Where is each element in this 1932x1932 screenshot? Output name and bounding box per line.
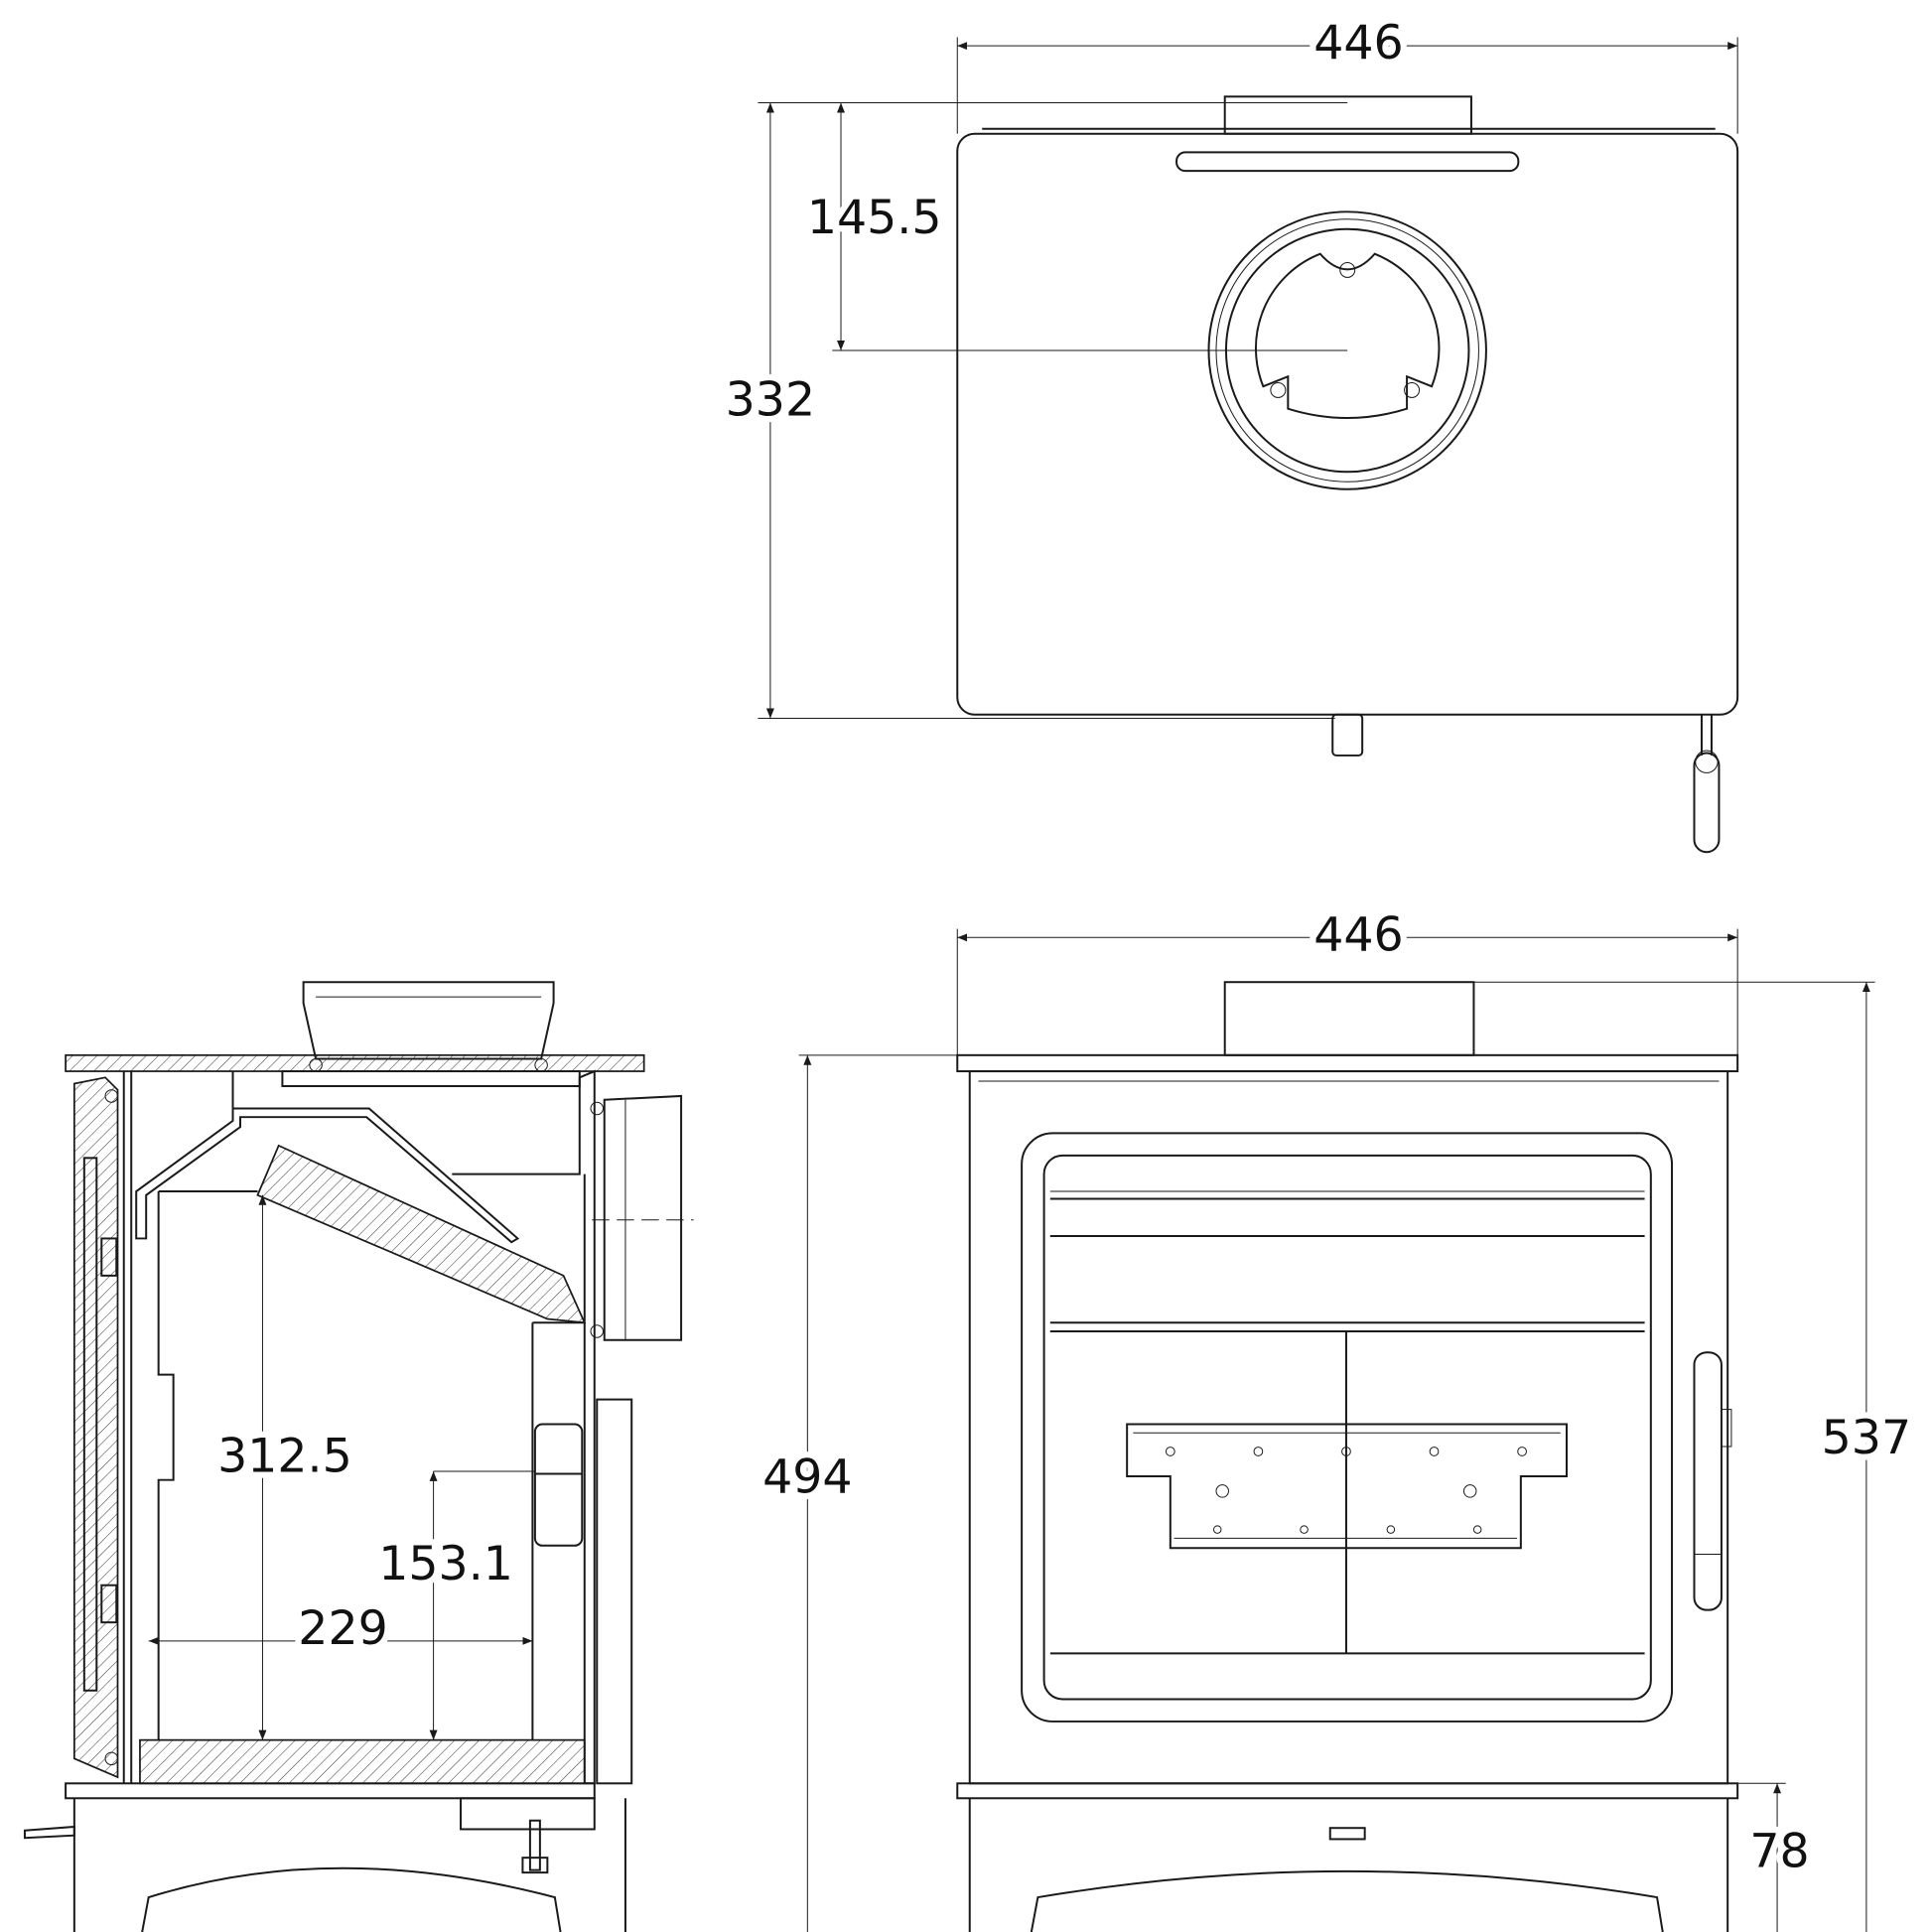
dimension-label: 312.5: [217, 1429, 352, 1483]
door-handle-plan: [1693, 714, 1721, 854]
rear-heat-shield: [596, 1398, 633, 1785]
dimension-width-front: 446: [956, 901, 1738, 1055]
door-glass: [1042, 1154, 1652, 1701]
flue-collar-section: [302, 981, 555, 1060]
flue-collar: [1223, 981, 1475, 1056]
baffle-plate: [256, 1144, 587, 1324]
door-frame: [1021, 1132, 1674, 1723]
dimension-label: 537: [1822, 1411, 1911, 1465]
top-slot: [1175, 151, 1520, 173]
dimension-label: 145.5: [807, 191, 942, 245]
dimension-width-top: 446: [956, 10, 1738, 134]
front-view: 446 537 494 78: [757, 901, 1917, 1932]
firebrick-back: [157, 1190, 258, 1740]
base-firebrick: [139, 1738, 586, 1785]
rear-wall: [452, 1069, 596, 1785]
dimension-label: 153.1: [378, 1537, 513, 1591]
grate: [1126, 1423, 1569, 1550]
dimension-label: 78: [1749, 1824, 1809, 1878]
dimension-depth: 332: [719, 102, 1348, 720]
air-wash-deflector: [135, 1071, 520, 1244]
dimension-air-inlet-height: 153.1: [372, 1470, 535, 1740]
rear-flue-spigot: [590, 1094, 694, 1341]
stove-legs-section: [72, 1798, 626, 1932]
dimension-leg-height: 78: [1737, 1782, 1816, 1932]
side-section: 312.5 153.1 229: [23, 981, 694, 1932]
air-control-tab: [1331, 713, 1364, 757]
door-handle: [1693, 1351, 1732, 1611]
dimension-label: 494: [762, 1450, 852, 1505]
top-plate: [956, 132, 1739, 716]
dimension-firebox-depth: 229: [148, 1595, 533, 1662]
dimension-body-height: 494: [757, 1054, 958, 1932]
air-control-rod: [521, 1819, 549, 1874]
dimension-flue-offset: 145.5: [801, 102, 1348, 351]
dimension-label: 446: [1313, 907, 1403, 962]
air-slider: [1328, 1827, 1366, 1841]
door-section: [72, 1076, 119, 1779]
dimension-firebox-height: 312.5: [211, 1194, 358, 1740]
air-channel: [533, 1423, 584, 1547]
dimension-label: 332: [726, 372, 815, 427]
base-plate-section: [65, 1782, 596, 1800]
stove-legs: [968, 1798, 1729, 1932]
ash-pan: [460, 1797, 596, 1831]
top-plate: [956, 1053, 1739, 1073]
base-plate: [956, 1782, 1739, 1800]
top-view: 446 332 145.5: [719, 10, 1739, 854]
top-plate-section: [65, 1053, 645, 1072]
ash-lip: [23, 1825, 75, 1840]
dimension-label: 229: [298, 1601, 387, 1656]
stove-body: [968, 1070, 1729, 1785]
dimension-total-height: 537: [1473, 981, 1917, 1932]
firebrick-rear: [531, 1321, 585, 1740]
dimension-label: 446: [1313, 16, 1403, 70]
